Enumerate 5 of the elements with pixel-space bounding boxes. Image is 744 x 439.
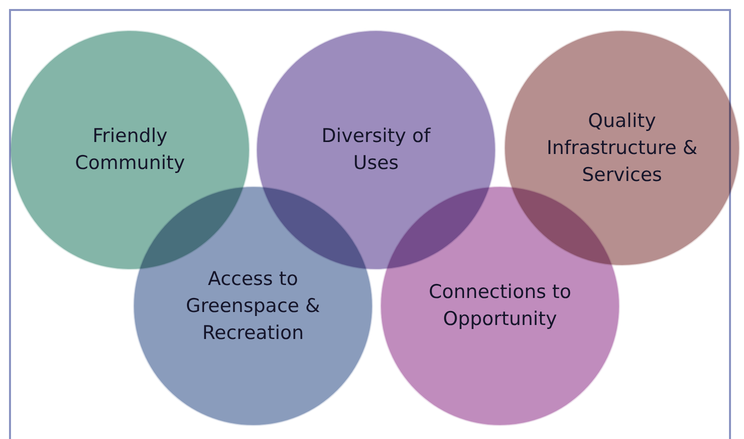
circle-label: Access to Greenspace & Recreation [184, 266, 322, 346]
circle-label: Diversity of Uses [320, 124, 432, 176]
circle-label: Quality Infrastructure & Services [546, 108, 698, 188]
circle-label: Connections to Opportunity [428, 280, 572, 332]
circle-label: Friendly Community [74, 124, 186, 176]
